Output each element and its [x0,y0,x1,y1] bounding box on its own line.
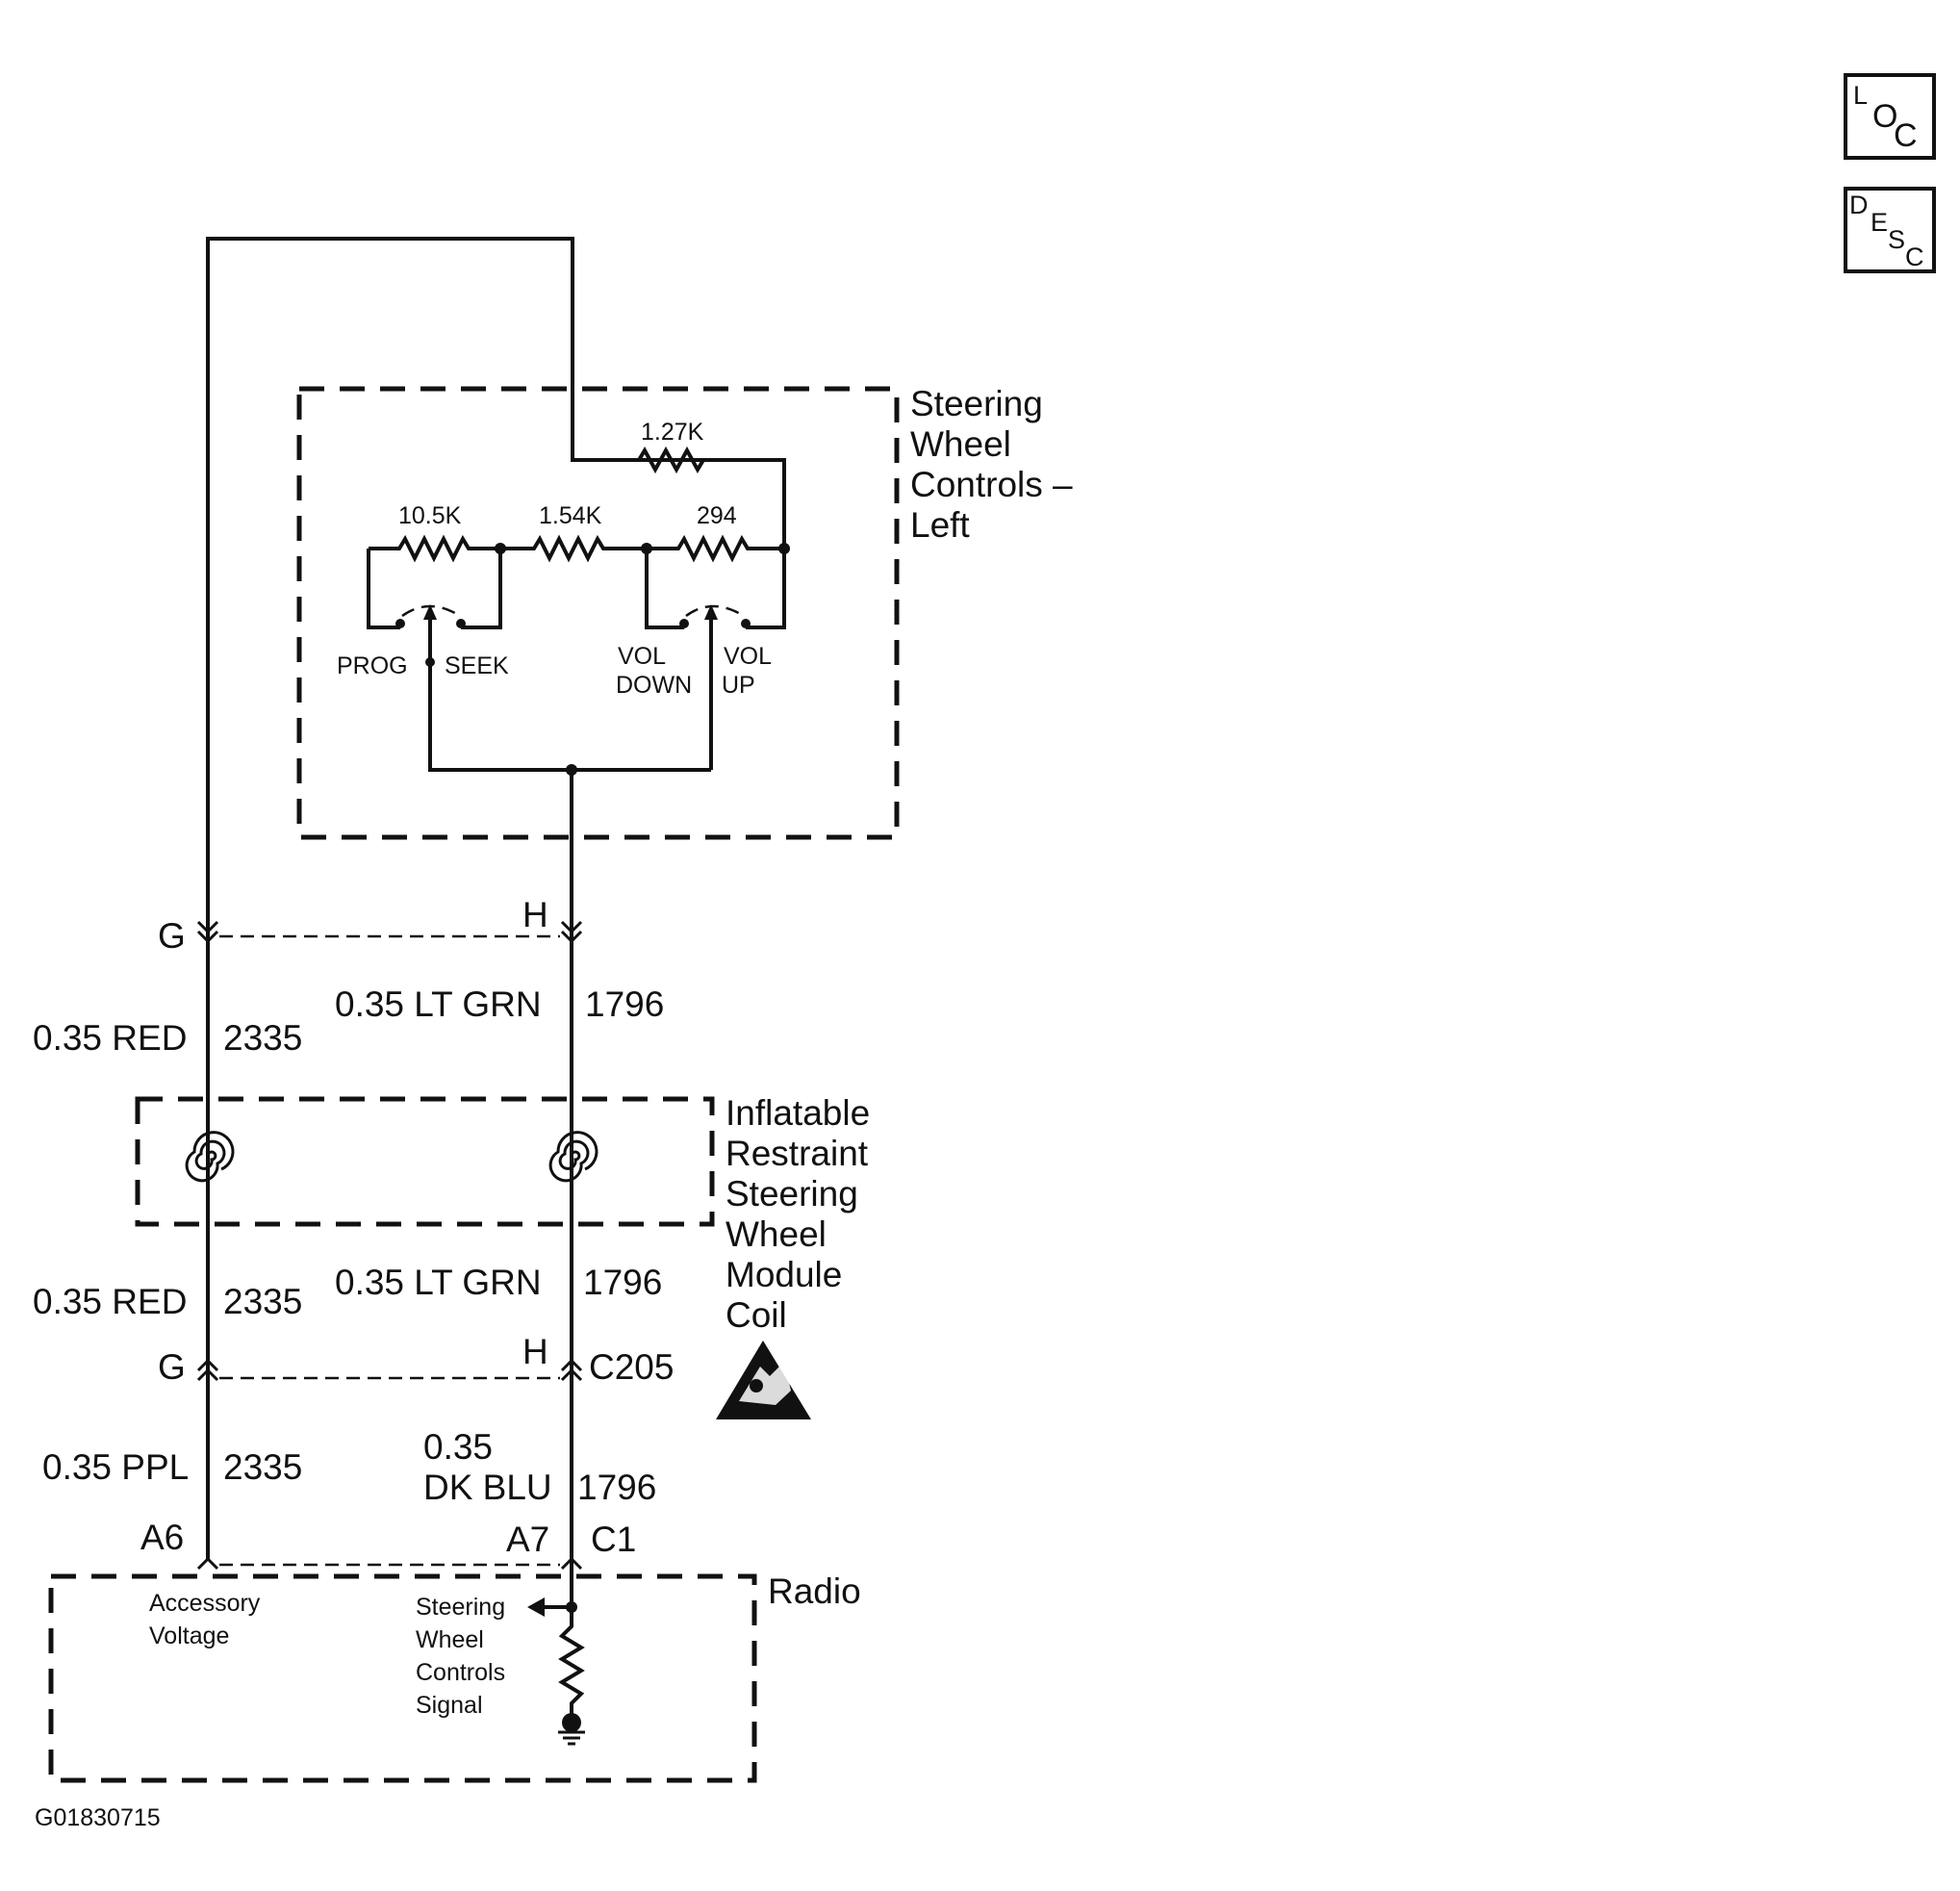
svg-text:C1: C1 [591,1520,636,1559]
airbag-warning-icon [716,1341,811,1419]
svg-text:S: S [1888,225,1905,254]
connector-upper: G H [158,895,583,956]
svg-text:Inflatable: Inflatable [725,1093,870,1133]
svg-text:1.27K: 1.27K [641,419,704,446]
svg-text:UP: UP [722,672,755,699]
svg-text:2335: 2335 [223,1018,302,1058]
radio-pullup-resistor [527,1559,585,1746]
svg-text:Restraint: Restraint [725,1134,869,1173]
svg-text:A7: A7 [506,1520,549,1559]
coil-spiral-right [548,1131,598,1183]
svg-text:G: G [158,1347,186,1387]
svg-text:1796: 1796 [577,1468,656,1507]
svg-text:Accessory: Accessory [149,1590,261,1617]
svg-text:0.35 PPL: 0.35 PPL [42,1447,189,1487]
svg-text:Coil: Coil [725,1295,787,1335]
svg-text:Steering: Steering [910,384,1043,423]
svg-text:A6: A6 [140,1518,184,1557]
svg-text:Wheel: Wheel [725,1214,827,1254]
svg-text:VOL: VOL [618,643,666,670]
svg-text:Controls –: Controls – [910,465,1073,504]
svg-text:Signal: Signal [416,1692,483,1719]
resistor-ladder: 10.5K 1.54K 294 [369,502,790,563]
radio-title: Radio [768,1572,861,1611]
prog-seek-switch: PROG SEEK [337,549,572,772]
svg-text:DOWN: DOWN [616,672,692,699]
svg-text:294: 294 [697,502,737,529]
svg-text:G: G [158,916,186,956]
desc-icon[interactable]: D E S C [1844,187,1936,273]
svg-text:Left: Left [910,505,970,545]
coil-title: Inflatable Restraint Steering Wheel Modu… [725,1093,870,1335]
svg-text:Controls: Controls [416,1659,505,1686]
connector-c1: A6 A7 C1 [140,1518,636,1571]
svg-text:Steering: Steering [416,1594,505,1621]
svg-text:E: E [1871,208,1888,237]
svg-text:Wheel: Wheel [416,1626,484,1653]
svg-text:PROG: PROG [337,652,408,679]
radio-box [48,1573,757,1783]
svg-text:1796: 1796 [585,984,664,1024]
accessory-voltage-label: Accessory Voltage [149,1590,261,1649]
coil-box [135,1096,715,1227]
svg-text:0.35 LT GRN: 0.35 LT GRN [335,984,542,1024]
svg-text:10.5K: 10.5K [398,502,462,529]
loc-icon[interactable]: L O C [1844,73,1936,160]
svg-text:D: D [1849,191,1869,219]
steering-controls-box [296,386,900,840]
svg-text:Steering: Steering [725,1174,858,1214]
svg-text:0.35 LT GRN: 0.35 LT GRN [335,1263,542,1302]
svg-text:H: H [522,895,548,934]
svg-text:C: C [1894,117,1918,154]
svg-text:VOL: VOL [724,643,772,670]
svg-text:C: C [1905,243,1924,271]
svg-text:H: H [522,1332,548,1371]
svg-text:2335: 2335 [223,1447,302,1487]
svg-text:0.35: 0.35 [423,1427,493,1467]
steering-controls-title: Steering Wheel Controls – Left [910,384,1073,545]
svg-text:0.35 RED: 0.35 RED [33,1282,187,1321]
figure-id: G01830715 [35,1804,161,1831]
svg-text:DK BLU: DK BLU [423,1468,552,1507]
coil-spiral-left [185,1131,235,1183]
svg-text:Wheel: Wheel [910,424,1011,464]
svg-text:2335: 2335 [223,1282,302,1321]
svg-text:Voltage: Voltage [149,1623,229,1649]
connector-c205: G H C205 [158,1332,674,1387]
svg-text:0.35 RED: 0.35 RED [33,1018,187,1058]
volume-switch: VOL DOWN VOL UP [572,549,786,772]
svg-text:Module: Module [725,1255,842,1294]
svg-text:1796: 1796 [583,1263,662,1302]
svg-text:1.54K: 1.54K [539,502,602,529]
resistor-1-27k: 1.27K [573,419,784,474]
svg-text:C205: C205 [589,1347,674,1387]
svg-text:L: L [1853,81,1868,110]
steering-signal-label: Steering Wheel Controls Signal [416,1594,505,1719]
svg-text:SEEK: SEEK [445,652,509,679]
wire-2335-top-loop [206,237,786,929]
svg-text:O: O [1872,98,1897,135]
